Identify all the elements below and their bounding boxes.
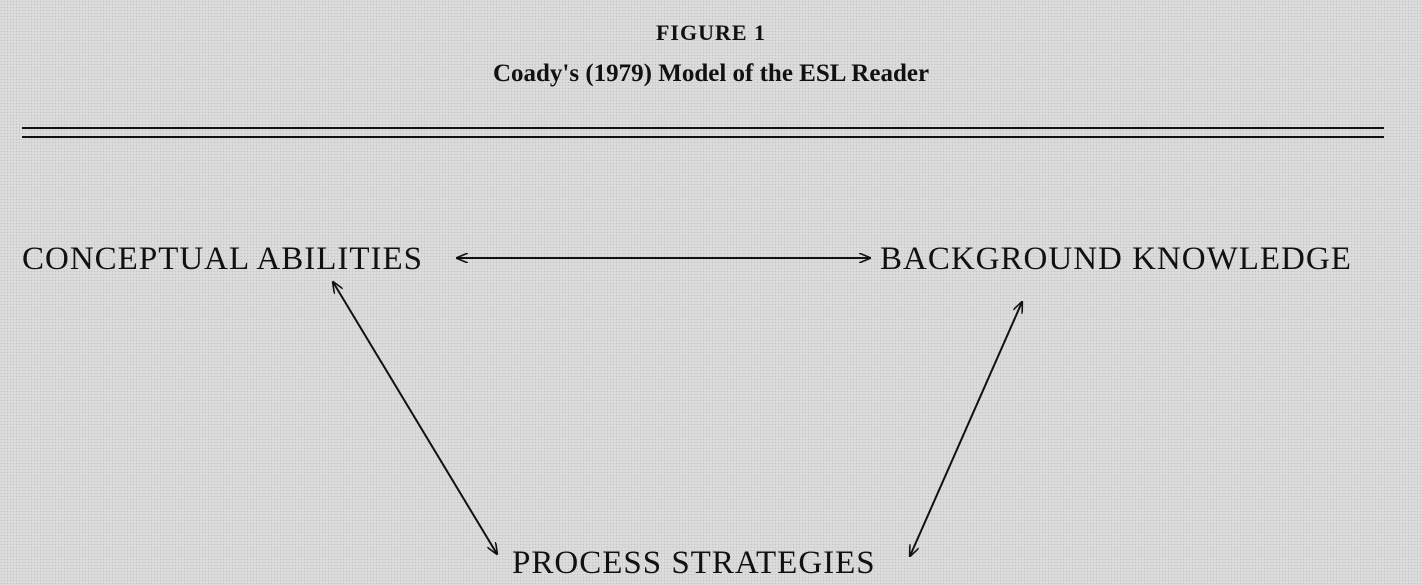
- node-background-knowledge: BACKGROUND KNOWLEDGE: [880, 241, 1352, 277]
- header-rule-top: [22, 127, 1384, 129]
- node-process-strategies: PROCESS STRATEGIES: [512, 545, 876, 581]
- figure-caption: Coady's (1979) Model of the ESL Reader: [492, 60, 930, 87]
- node-conceptual-abilities: CONCEPTUAL ABILITIES: [22, 241, 424, 277]
- edge-conceptual-process: [333, 282, 497, 554]
- edge-background-process: [910, 302, 1022, 556]
- figure-label: FIGURE 1: [655, 20, 767, 45]
- header-rule-bottom: [22, 136, 1384, 138]
